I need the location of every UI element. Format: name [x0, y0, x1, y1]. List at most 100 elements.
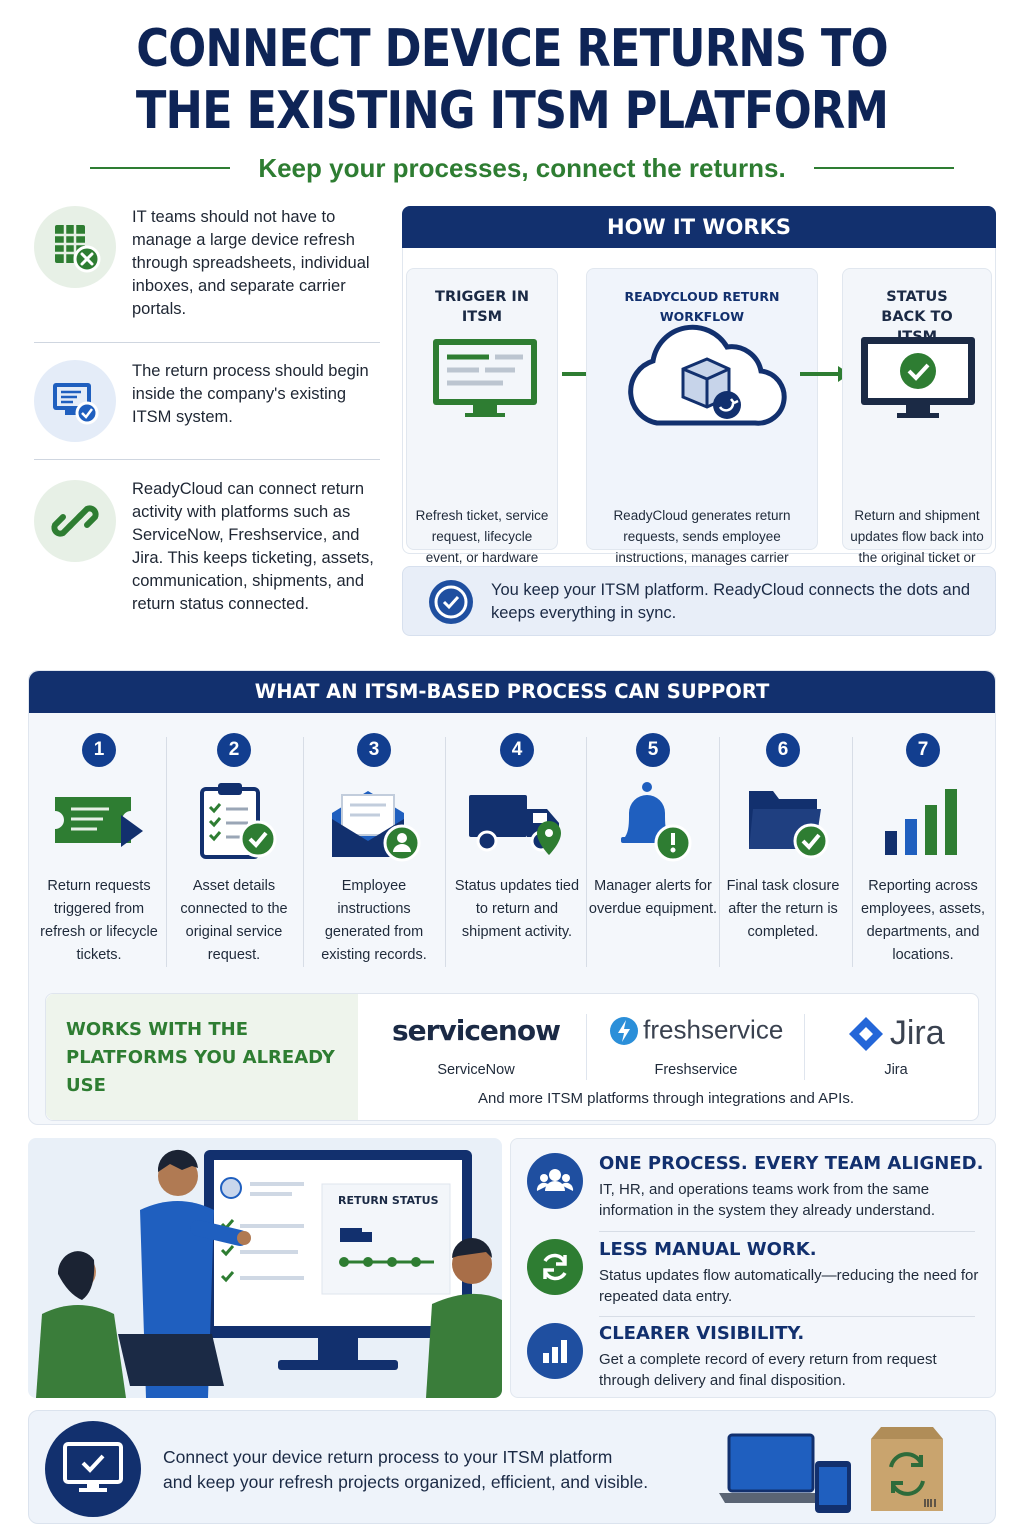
- intro-item-1: IT teams should not have to manage a lar…: [34, 206, 380, 326]
- support-item-2: 2 Asset details connected to the origina…: [166, 731, 302, 971]
- benefit-1: ONE PROCESS. EVERY TEAM ALIGNED. IT, HR,…: [527, 1153, 987, 1227]
- support-text-3: Employee instructions generated from exi…: [321, 878, 427, 963]
- benefits-panel: ONE PROCESS. EVERY TEAM ALIGNED. IT, HR,…: [510, 1138, 996, 1398]
- intro-divider-2: [34, 459, 380, 460]
- intro-item-3: ReadyCloud can connect return activity w…: [34, 478, 380, 628]
- step-number-1: 1: [82, 733, 116, 767]
- spreadsheet-x-icon: [34, 206, 116, 288]
- column-divider: [166, 737, 167, 967]
- team-illustration: RETURN STATUS: [28, 1138, 502, 1398]
- cta-line-1: Connect your device return process to yo…: [163, 1447, 613, 1467]
- jira-diamond-icon: [849, 1016, 884, 1051]
- clipboard-check-icon: [196, 781, 280, 866]
- monitor-check-icon: [34, 360, 116, 442]
- benefit-title-1: ONE PROCESS. EVERY TEAM ALIGNED.: [599, 1153, 984, 1174]
- platforms-heading: WORKS WITH THE PLATFORMS YOU ALREADY USE: [66, 1019, 335, 1096]
- truck-location-icon: [465, 783, 569, 868]
- intro-text-1: IT teams should not have to manage a lar…: [132, 208, 370, 318]
- support-text-7: Reporting across employees, assets, depa…: [860, 878, 986, 963]
- step-readycloud-heading: READYCLOUD RETURN WORKFLOW: [624, 289, 780, 324]
- freshservice-label: Freshservice: [654, 1062, 738, 1078]
- jira-label: Jira: [884, 1062, 908, 1078]
- jira-wordmark: Jira: [889, 1014, 945, 1052]
- support-item-3: 3 Employee instructions generated from e…: [306, 731, 442, 971]
- step-number-2: 2: [217, 733, 251, 767]
- ticket-icon: [51, 789, 149, 858]
- servicenow-logo: servicenow: [386, 1014, 566, 1047]
- check-circle-icon: [429, 580, 473, 624]
- step-number-6: 6: [766, 733, 800, 767]
- platforms-note: And more ITSM platforms through integrat…: [477, 1090, 855, 1107]
- folder-check-icon: [745, 783, 835, 866]
- freshservice-logo: freshservice: [606, 1014, 786, 1046]
- sync-note: You keep your ITSM platform. ReadyCloud …: [402, 566, 996, 636]
- support-panel: WHAT AN ITSM-BASED PROCESS CAN SUPPORT 1…: [28, 670, 996, 1125]
- step-number-5: 5: [636, 733, 670, 767]
- benefit-title-2: LESS MANUAL WORK.: [599, 1239, 817, 1260]
- intro-text-3: ReadyCloud can connect return activity w…: [132, 480, 374, 613]
- how-it-works-panel: HOW IT WORKS TRIGGER IN ITSM Refresh tic…: [402, 206, 996, 636]
- return-status-label: RETURN STATUS: [338, 1194, 439, 1207]
- support-item-1: 1 Return requests triggered from refresh…: [31, 731, 167, 971]
- benefit-text-3: Get a complete record of every return fr…: [599, 1351, 937, 1389]
- column-divider: [719, 737, 720, 967]
- laptop-phone-icon: [719, 1431, 859, 1520]
- sync-note-text: You keep your ITSM platform. ReadyCloud …: [491, 581, 971, 622]
- cta-banner: Connect your device return process to yo…: [28, 1410, 996, 1524]
- column-divider: [445, 737, 446, 967]
- column-divider: [586, 737, 587, 967]
- support-title: WHAT AN ITSM-BASED PROCESS CAN SUPPORT: [29, 671, 995, 713]
- intro-text-2: The return process should begin inside t…: [132, 362, 369, 426]
- step-trigger-heading: TRIGGER IN ITSM: [435, 289, 529, 325]
- support-text-5: Manager alerts for overdue equipment.: [588, 878, 718, 917]
- bell-alert-icon: [615, 779, 699, 868]
- support-text-2: Asset details connected to the original …: [180, 878, 288, 963]
- servicenow-label: ServiceNow: [437, 1062, 515, 1078]
- servicenow-wordmark: servicenow: [392, 1014, 561, 1047]
- monitor-list-icon: [429, 335, 541, 426]
- page-title: CONNECT DEVICE RETURNS TO THE EXISTING I…: [72, 18, 953, 142]
- jira-logo: Jira: [826, 1014, 966, 1053]
- cloud-box-icon: [617, 323, 789, 440]
- benefit-title-3: CLEARER VISIBILITY.: [599, 1323, 805, 1344]
- subtitle-rule-right: [813, 167, 955, 169]
- how-it-works-title: HOW IT WORKS: [402, 206, 996, 248]
- freshservice-wordmark: freshservice: [643, 1014, 784, 1045]
- title-line-2: THE EXISTING ITSM PLATFORM: [135, 81, 889, 141]
- cta-line-2: and keep your refresh projects organized…: [163, 1472, 649, 1492]
- freshservice-bolt-icon: [609, 1017, 638, 1045]
- support-text-1: Return requests triggered from refresh o…: [40, 878, 158, 963]
- support-item-5: 5 Manager alerts for overdue equipment.: [585, 731, 721, 971]
- support-text-4: Status updates tied to return and shipme…: [454, 878, 580, 940]
- column-divider: [303, 737, 304, 967]
- refresh-icon: [527, 1239, 583, 1295]
- intro-divider-1: [34, 342, 380, 343]
- platforms-panel: WORKS WITH THE PLATFORMS YOU ALREADY USE…: [45, 993, 979, 1121]
- analytics-icon: [527, 1323, 583, 1379]
- support-item-6: 6 Final task closure after the return is…: [715, 731, 851, 971]
- title-line-1: CONNECT DEVICE RETURNS TO: [136, 19, 888, 79]
- monitor-check-icon: [859, 335, 977, 426]
- bar-chart-icon: [881, 785, 963, 864]
- step-number-4: 4: [500, 733, 534, 767]
- subtitle-row: Keep your processes, connect the returns…: [90, 150, 955, 186]
- support-item-7: 7 Reporting across employees, assets, de…: [855, 731, 991, 971]
- intro-item-2: The return process should begin inside t…: [34, 360, 380, 450]
- envelope-user-icon: [328, 783, 422, 868]
- step-readycloud: READYCLOUD RETURN WORKFLOW ReadyCloud ge…: [586, 268, 818, 586]
- subtitle: Keep your processes, connect the returns…: [258, 152, 786, 183]
- support-text-6: Final task closure after the return is c…: [726, 878, 840, 940]
- step-status-back: STATUS BACK TO ITSM Return and shipment …: [842, 268, 992, 586]
- support-item-4: 4 Status updates tied to return and ship…: [449, 731, 585, 971]
- benefit-2: LESS MANUAL WORK. Status updates flow au…: [527, 1239, 987, 1313]
- column-divider: [852, 737, 853, 967]
- return-box-icon: [867, 1423, 947, 1520]
- benefit-3: CLEARER VISIBILITY. Get a complete recor…: [527, 1323, 987, 1397]
- team-icon: [527, 1153, 583, 1209]
- monitor-check-icon: [45, 1421, 141, 1517]
- step-trigger: TRIGGER IN ITSM Refresh ticket, service …: [406, 268, 558, 586]
- subtitle-rule-left: [90, 167, 231, 169]
- step-number-3: 3: [357, 733, 391, 767]
- step-number-7: 7: [906, 733, 940, 767]
- benefit-text-1: IT, HR, and operations teams work from t…: [599, 1181, 936, 1219]
